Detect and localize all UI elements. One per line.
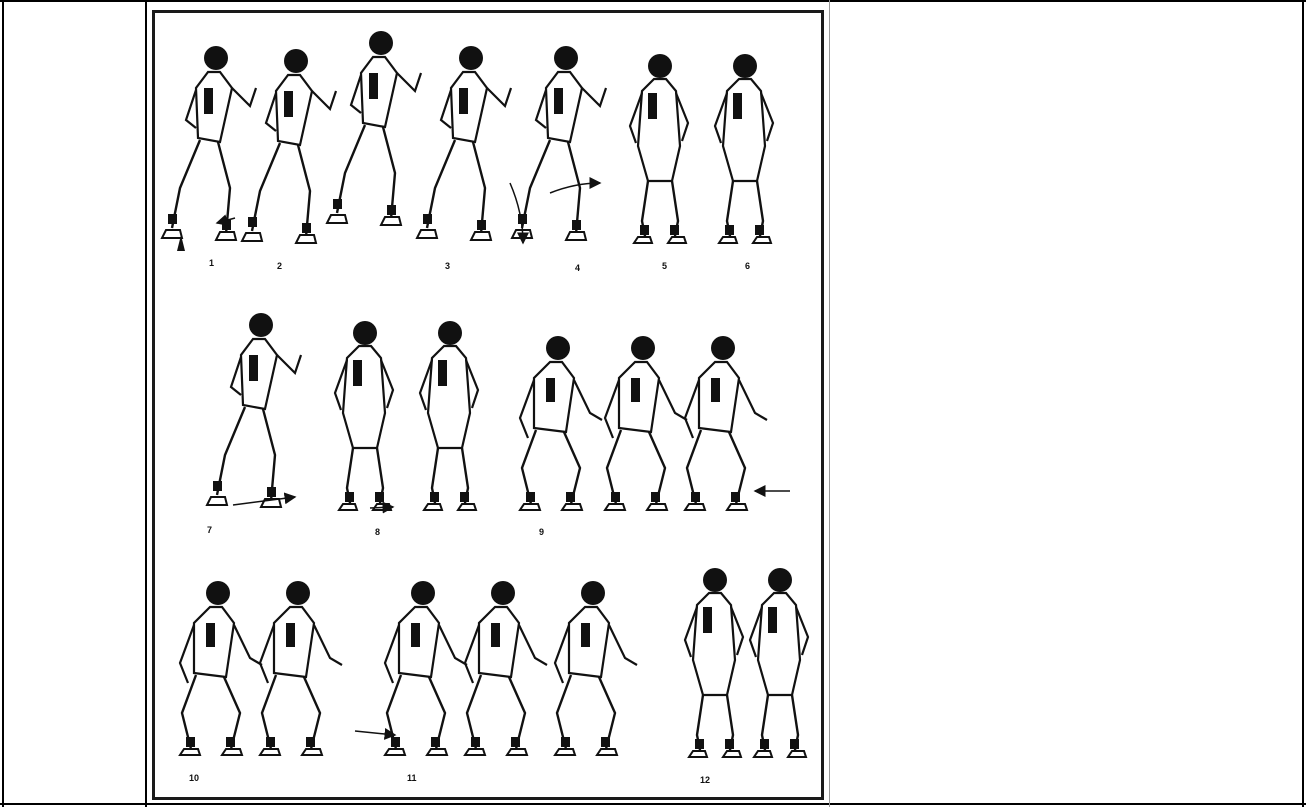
frame-label-4: 4 [575, 263, 580, 273]
table-bottom-border [0, 803, 1306, 805]
frame-label-6: 6 [745, 261, 750, 271]
frame-label-5: 5 [662, 261, 667, 271]
frame-label-9: 9 [539, 527, 544, 537]
frame-label-7: 7 [207, 525, 212, 535]
frame-label-11: 11 [407, 773, 417, 783]
footwork-illustration: 1 2 3 4 5 6 7 8 9 10 11 12 [152, 10, 824, 800]
table-top-border [0, 0, 1306, 2]
athlete-sequence-drawing: 1 2 3 4 5 6 7 8 9 10 11 12 [155, 13, 821, 797]
frame-label-2: 2 [277, 261, 282, 271]
table-column-divider-left [145, 0, 147, 807]
frame-label-12: 12 [700, 775, 710, 785]
frame-label-3: 3 [445, 261, 450, 271]
table-left-border [2, 0, 4, 807]
frame-label-8: 8 [375, 527, 380, 537]
row-1-running [162, 31, 773, 251]
table-right-border [1302, 0, 1304, 807]
frame-label-1: 1 [209, 258, 214, 268]
row-2-stance [207, 313, 790, 510]
frame-label-10: 10 [189, 773, 199, 783]
row-3-slides [180, 568, 808, 757]
table-column-divider-right [829, 0, 830, 807]
